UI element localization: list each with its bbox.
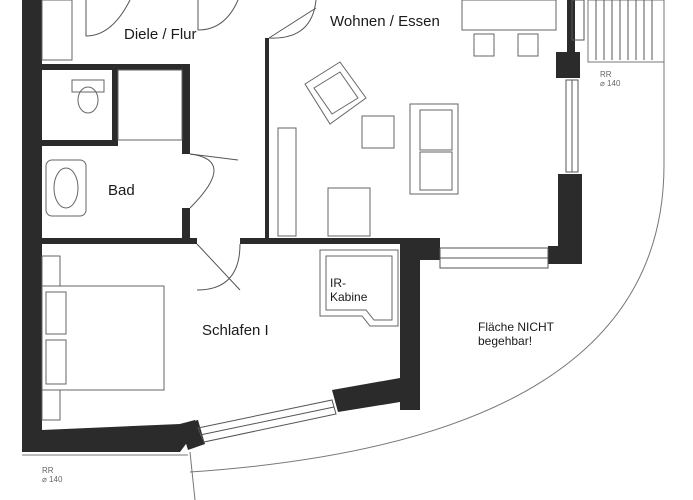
wall-wc-partition [112, 70, 118, 146]
sofa [409, 103, 459, 195]
window-living-top [571, 0, 585, 41]
door-living [268, 0, 317, 39]
door-bath [189, 153, 215, 209]
chair [327, 187, 371, 237]
terrace [22, 0, 665, 500]
ir-kabine-label: IR- Kabine [330, 276, 367, 304]
wall-bath-right-upper [182, 64, 190, 154]
ir-cabin [319, 249, 399, 327]
ir-kabine-line2: Kabine [330, 290, 368, 304]
wall-wc-bottom [42, 140, 118, 146]
stair-landing [587, 0, 665, 63]
rr-marker-lower: RR ⌀ 140 [42, 466, 62, 484]
wall-right-corner [548, 246, 582, 264]
dining-table [461, 0, 557, 31]
wardrobe [41, 0, 73, 61]
side-table [361, 115, 395, 149]
windows [197, 0, 585, 443]
terrace-note-line2: begehbar! [478, 334, 533, 348]
wall-living-left [265, 38, 269, 238]
wall-bath-top [42, 64, 190, 70]
wall-bath-bottom [42, 238, 197, 244]
furniture [41, 0, 557, 421]
door-flur-right [197, 0, 239, 31]
doors [85, 0, 317, 291]
wall-bedroom-top [240, 238, 415, 244]
wall-ir-right [400, 240, 420, 410]
room-label-wohnen: Wohnen / Essen [330, 13, 440, 30]
terrace-edge [189, 0, 665, 473]
armchair [304, 61, 367, 125]
terrace-note: Fläche NICHT begehbar! [478, 320, 554, 348]
room-label-bad: Bad [108, 182, 135, 199]
room-label-flur: Diele / Flur [124, 26, 197, 43]
wall-bottom-right [332, 376, 420, 412]
window-bedroom [197, 399, 337, 443]
sideboard [277, 127, 297, 237]
wall-bath-right-lower [182, 208, 190, 244]
rr-marker-upper-line1: RR [600, 70, 612, 79]
wall-bottom-left [22, 420, 195, 452]
rr-marker-lower-line1: RR [42, 466, 54, 475]
wc-toilet [77, 86, 99, 114]
rr-marker-upper-line2: ⌀ 140 [600, 79, 621, 88]
door-flur-left [85, 0, 131, 37]
bed [41, 285, 165, 391]
room-label-schlafen: Schlafen I [202, 322, 269, 339]
bathtub [53, 167, 79, 209]
wall-left-exterior [22, 0, 42, 440]
terrace-note-line1: Fläche NICHT [478, 320, 555, 334]
wall-right-pillar [556, 52, 580, 78]
door-bedroom [196, 243, 241, 291]
ir-kabine-line1: IR- [330, 276, 346, 290]
wall-right-upper [567, 0, 575, 52]
stairs [595, 0, 653, 60]
walls [22, 0, 582, 452]
rr-marker-lower-line2: ⌀ 140 [42, 475, 63, 484]
rr-marker-upper: RR ⌀ 140 [600, 70, 620, 88]
